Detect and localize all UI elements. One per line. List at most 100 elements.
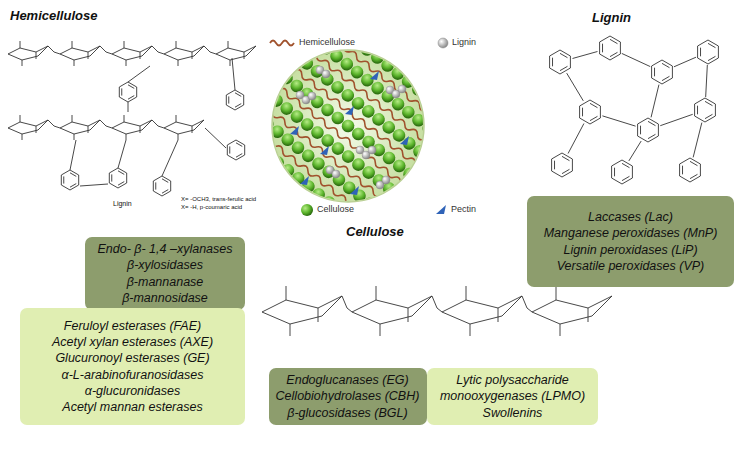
bond [706,65,708,97]
bond [100,120,106,126]
bond [128,102,129,112]
enzyme-name: Cellobiohydrolases (CBH) [276,388,420,404]
bond [232,58,235,90]
bond [106,126,112,128]
bond [693,123,702,158]
bond [622,53,650,66]
double-bond [236,154,242,158]
bond [22,60,23,66]
pectin-shape [370,71,379,80]
cellulose-ball [368,17,386,35]
aromatic-ring [600,36,621,60]
cellulose-ball [391,188,409,206]
enzyme-box: Endo- β- 1,4 –xylanasesβ-xylosidasesβ-ma… [85,237,245,310]
bond [466,286,467,300]
double-bond [697,106,698,115]
cellulose-ball [270,185,288,203]
double-bond [562,156,569,160]
double-bond [682,166,683,175]
bond [437,308,442,312]
cellulose-ball [420,89,438,107]
enzyme-box: Feruloyl esterases (FAE)Acetyl xylan est… [20,308,245,425]
cellulose-ball [378,26,396,44]
aromatic-ring [550,50,571,74]
enzyme-box: Endoglucanases (EG)Cellobiohydrolases (C… [269,368,427,425]
cellulose-ball [409,81,427,99]
sugar-ring [442,296,522,324]
bond [36,52,37,59]
enzyme-name: β-mannosidase [122,290,208,306]
bond [106,52,112,54]
cellulose-ball [351,187,369,205]
legend-label: Hemicellulose [299,37,355,47]
cellulose-ball [337,0,355,11]
aromatic-ring [153,176,170,196]
cellulose-ball [257,84,275,102]
double-bond [614,168,615,177]
aromatic-ring [227,140,244,160]
double-bond [708,43,715,47]
structure-note: X= -H, p-coumaric acid [180,204,243,210]
double-bond [582,108,583,117]
enzyme-name: α-glucuronidases [85,383,180,399]
bond [522,296,527,308]
cellulose-ball [421,151,439,169]
sugar-ring [60,46,100,60]
cellulose-ball [229,153,247,171]
cellulose-ball [347,1,365,19]
double-bond [690,161,697,165]
bond [140,126,141,133]
cellulose-ball [440,105,458,123]
cellulose-ball [449,82,467,100]
double-bond [560,66,567,70]
cellulose-ball [411,173,429,191]
enzyme-box: Laccases (Lac)Manganese peroxidases (MnP… [527,196,734,287]
cellulose-ball [267,61,285,79]
bond [376,286,377,300]
bond [118,140,126,168]
bond [651,85,659,118]
enzyme-name: Lytic polysaccharide monooxygenases (LPM… [433,372,592,405]
double-bond [562,169,569,173]
bond [629,141,641,161]
hemicellulose-strand [284,29,476,181]
bond [100,46,106,52]
bond [74,134,75,140]
cellulose-ball [228,122,246,140]
aromatic-ring [638,118,659,142]
cellulose-ball [429,66,447,84]
pectin-shape [350,186,359,195]
legend-label: Pectin [451,204,476,214]
bond [176,41,177,48]
pectin-shape [320,146,329,155]
bond [124,115,125,122]
hemicellulose-strand [224,105,416,257]
enzyme-name: Laccases (Lac) [588,209,673,225]
sugar-ring [216,46,256,60]
bond [230,60,231,66]
cellulose-ball [420,119,438,137]
hemicellulose-strand [254,67,446,219]
double-bond [610,39,617,43]
cellulose-sample [301,204,313,216]
bond [286,286,287,300]
cellulose-ball [311,217,329,235]
bond [20,41,21,48]
enzyme-name: Versatile peroxidases (VP) [557,258,705,274]
double-bond [662,76,669,80]
bond [72,41,73,48]
double-bond [155,182,156,189]
bond [674,57,696,67]
double-bond [590,116,597,120]
double-bond [610,52,617,56]
enzyme-name: Acetyl mannan esterases [62,399,202,415]
pectin-shape [345,106,354,115]
double-bond [63,176,64,183]
bond [178,134,179,140]
cellulose-ball [238,99,256,117]
cellulose-ball [410,111,428,129]
double-bond [560,53,567,57]
cellulose-ball [317,9,335,27]
legend-label: Cellulose [317,204,354,214]
section-title: Hemicellulose [10,8,97,23]
